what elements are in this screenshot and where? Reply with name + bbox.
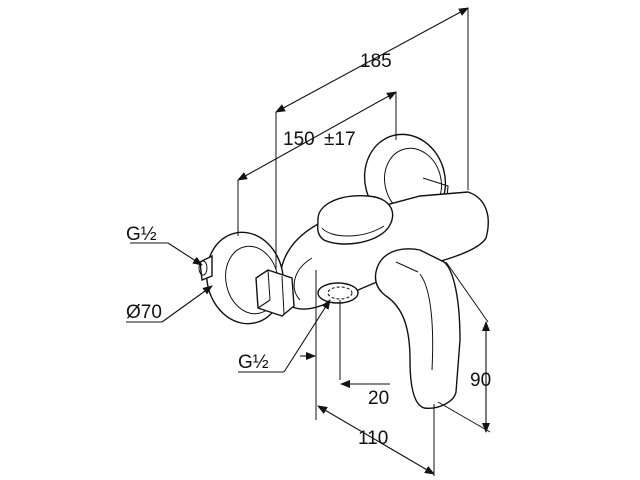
label-inlet-thread: G½ <box>126 224 157 245</box>
label-outlet-offset: 20 <box>368 388 389 409</box>
inlet-nut <box>255 269 295 317</box>
label-rosette-diameter: Ø70 <box>126 302 162 323</box>
cartridge-cap <box>316 195 394 245</box>
label-overall-width: 185 <box>360 51 392 72</box>
outlet-port <box>317 282 359 304</box>
mixer-body <box>198 133 489 409</box>
label-lever-height: 90 <box>470 370 491 391</box>
label-outlet-thread: G½ <box>238 352 269 373</box>
dimension-lines <box>126 7 491 476</box>
dimension-labels: 185 150 ±17 G½ Ø70 G½ 20 110 90 <box>126 51 491 449</box>
label-center-distance: 150 <box>283 129 315 150</box>
inlet-pipe <box>198 254 213 281</box>
label-center-tolerance: ±17 <box>324 129 356 150</box>
label-projection: 110 <box>358 428 388 449</box>
